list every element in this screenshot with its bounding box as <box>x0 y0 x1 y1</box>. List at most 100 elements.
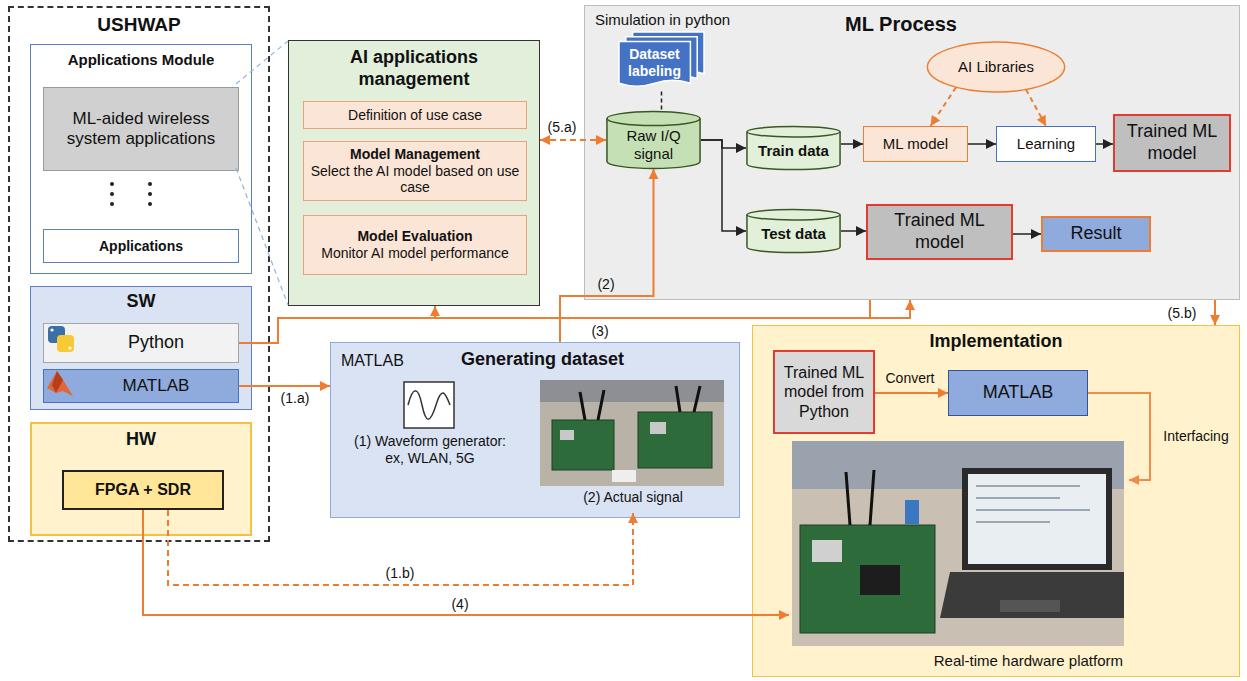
hardware-platform-photo <box>792 441 1124 646</box>
connector-line <box>239 300 910 343</box>
connector <box>239 381 330 391</box>
model-box: Trained ML model from Python <box>773 350 875 434</box>
arrow-head <box>938 388 948 398</box>
arrow-head <box>905 300 915 310</box>
node-label: (2) Actual signal <box>583 489 683 506</box>
connector-line <box>168 510 633 585</box>
edge-label: Interfacing <box>1161 428 1230 444</box>
connector <box>1088 393 1150 485</box>
connector-line <box>435 300 870 318</box>
node-body: Generating dataset <box>461 349 624 371</box>
edge-label: (5.b) <box>1166 305 1199 321</box>
connector <box>143 510 789 620</box>
arrow-head <box>596 135 606 145</box>
connector-line <box>560 169 654 342</box>
arrow-head <box>986 139 996 149</box>
python-logo <box>48 326 74 352</box>
node-label: FPGA + SDR <box>95 480 191 499</box>
arrow-head <box>1210 315 1220 325</box>
connector <box>1026 89 1046 126</box>
arrow-head <box>856 226 866 236</box>
connector <box>1013 229 1041 239</box>
node-label: Train data <box>758 142 829 160</box>
application-box: ML-aided wireless system applications <box>43 87 239 171</box>
connector <box>701 140 746 153</box>
node-label: ML model <box>883 135 948 153</box>
node-label: MATLAB <box>983 382 1054 404</box>
arrow-head <box>853 139 863 149</box>
node-label: (1) Waveform generator: ex, WLAN, 5G <box>345 433 515 467</box>
arrow-head <box>1103 139 1113 149</box>
arrow-head <box>736 226 746 236</box>
arrow-head <box>1037 115 1046 126</box>
node-label: Trained ML model <box>874 210 1005 253</box>
tool-box: MATLAB <box>948 370 1088 416</box>
node-label: Dataset labeling <box>623 46 686 80</box>
connector-line <box>239 385 330 387</box>
arrow-head <box>649 169 659 179</box>
node-label: ML-aided wireless system applications <box>50 109 232 150</box>
node-label: MATLAB <box>123 376 190 396</box>
node-label: Simulation in python <box>595 11 730 29</box>
node-label: SW <box>31 291 251 313</box>
zoom-lines <box>236 41 288 305</box>
system-boundary: USHWAP Applications ModuleML-aided wirele… <box>8 6 270 542</box>
function-box: Model EvaluationMonitor AI model perform… <box>303 215 527 275</box>
connector-line <box>143 510 789 615</box>
process-box: ML model <box>863 126 968 162</box>
arrow-head <box>430 306 440 316</box>
management-panel: AI applications managementDefinition of … <box>288 40 540 306</box>
node-label: Applications <box>99 238 183 255</box>
connector-line <box>1026 89 1046 126</box>
connector <box>1210 300 1220 325</box>
data-cylinder: Train data <box>746 126 841 170</box>
arrow-head <box>736 143 746 153</box>
connector <box>661 92 662 111</box>
arrow-head <box>320 381 330 391</box>
data-cylinder: Raw I/Q signal <box>606 111 701 169</box>
connector <box>560 169 659 342</box>
library-ellipse: AI Libraries <box>926 41 1066 93</box>
arrow-head <box>779 610 789 620</box>
matlab-logo <box>47 371 73 396</box>
node-label: Implementation <box>753 331 1239 353</box>
connector <box>841 226 866 236</box>
node-label: Model Evaluation <box>357 228 472 245</box>
edge-label: Convert <box>883 370 936 386</box>
model-box: Trained ML model <box>866 204 1013 260</box>
arrow-head <box>1129 475 1139 485</box>
tool-box: MATLAB <box>43 369 239 403</box>
connector <box>841 139 863 149</box>
node-label: Real-time hardware platform <box>934 652 1123 670</box>
node-label: Python <box>128 332 184 354</box>
function-box: Definition of use case <box>303 101 527 129</box>
connector-line <box>661 92 663 111</box>
node-body: Monitor AI model performance <box>321 245 509 262</box>
edge-label: (3) <box>589 323 610 339</box>
hardware-box: HW FPGA + SDR <box>30 422 252 536</box>
connector <box>875 388 948 398</box>
connector-line <box>701 140 746 231</box>
data-cylinder: Test data <box>746 209 841 253</box>
node-label: AI Libraries <box>958 58 1034 76</box>
connector-line <box>1088 393 1150 480</box>
node-label: Test data <box>761 225 826 243</box>
connector-line <box>875 392 948 394</box>
node-label: Trained ML model <box>1121 121 1223 164</box>
hardware-box: FPGA + SDR <box>62 470 224 510</box>
edge-label: (1.a) <box>279 390 312 406</box>
edge-label: (2) <box>595 276 616 292</box>
edge-label: (4) <box>449 596 470 612</box>
connector <box>968 139 996 149</box>
node-label: Result <box>1070 223 1121 245</box>
dataset-stack: Dataset labeling <box>619 32 704 92</box>
node-label: USHWAP <box>10 14 268 37</box>
connector <box>168 510 638 585</box>
waveform-icon <box>404 382 454 428</box>
node-label: MATLAB <box>341 351 404 370</box>
edge-label: (1.b) <box>384 565 417 581</box>
connector-line <box>931 87 957 126</box>
node-label: HW <box>32 429 250 451</box>
node-label: Learning <box>1017 135 1075 153</box>
node-label: Applications Module <box>31 51 251 69</box>
